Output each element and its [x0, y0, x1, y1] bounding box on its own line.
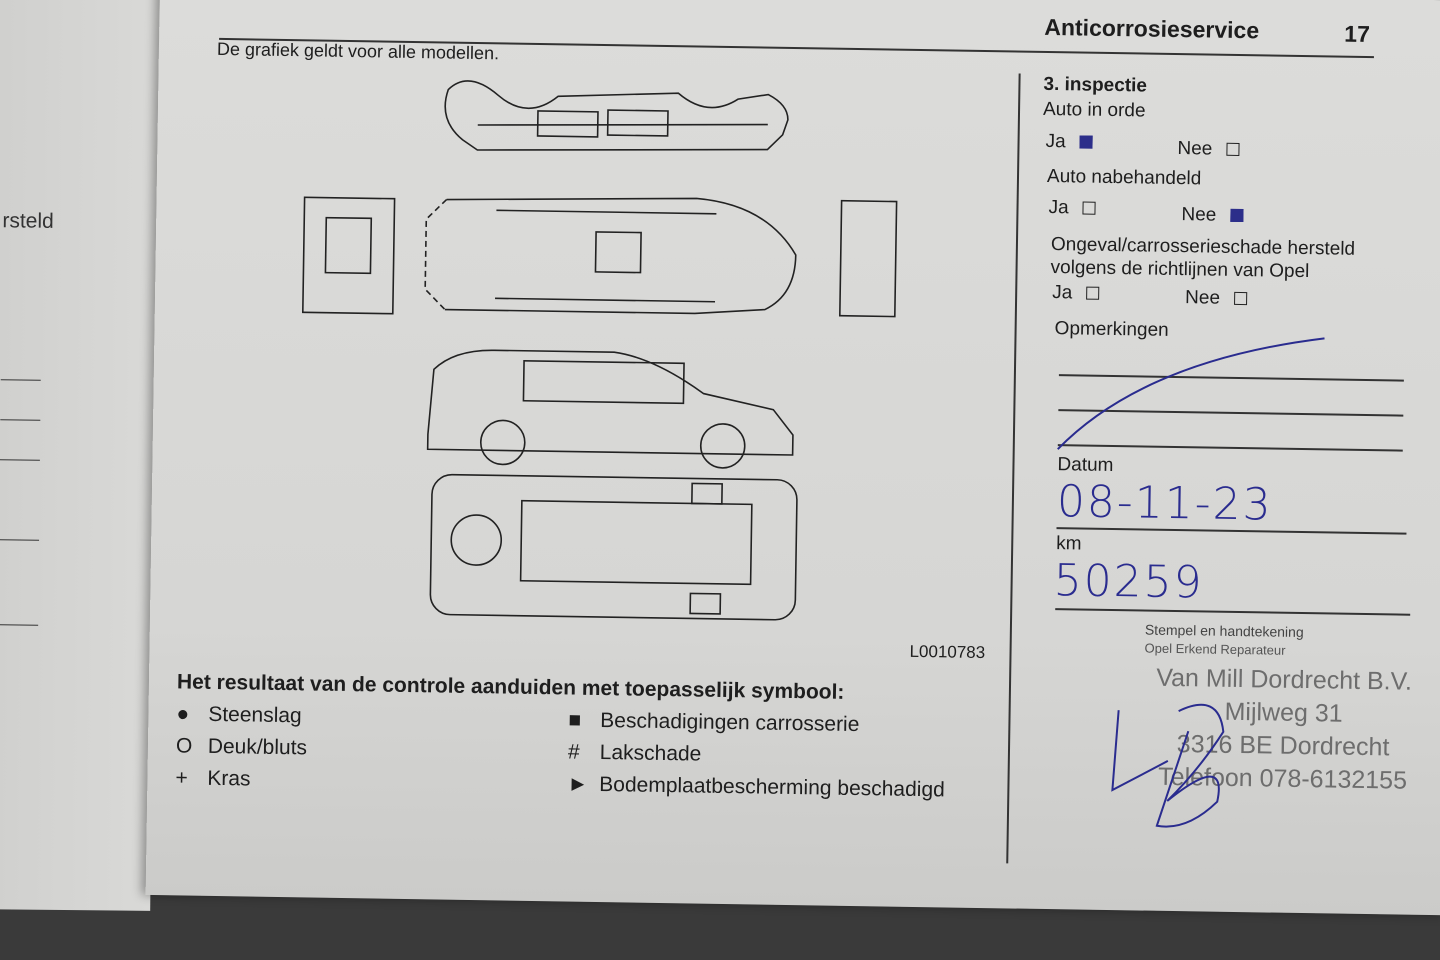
- remarks-strike-pen: [1057, 337, 1325, 450]
- car-damage-diagram: [301, 80, 898, 621]
- car-underside-view: [429, 473, 798, 621]
- legend-item: # Lakschade: [568, 741, 702, 767]
- legend-item: O Deuk/bluts: [176, 734, 307, 760]
- checkbox[interactable]: [1086, 287, 1100, 301]
- checkbox[interactable]: [1226, 143, 1240, 157]
- date-value[interactable]: 08-11-23: [1056, 476, 1274, 531]
- column-divider: [1006, 73, 1021, 864]
- legend-item: + Kras: [175, 766, 250, 791]
- legend-label: Bodemplaatbescherming beschadigd: [599, 773, 945, 802]
- checkbox-checked[interactable]: [1230, 209, 1244, 223]
- booklet-page: Anticorrosieservice 17 De grafiek geldt …: [145, 0, 1440, 916]
- legend-label: Steenslag: [208, 702, 302, 728]
- divider: [0, 419, 41, 421]
- divider: [0, 459, 40, 461]
- body-damage-symbol: ■: [568, 708, 582, 732]
- legend-label: Lakschade: [599, 741, 702, 766]
- underbody-damage-symbol: ►: [567, 772, 589, 796]
- car-plan-view: [424, 197, 797, 315]
- stone-chip-symbol: ●: [176, 702, 190, 726]
- legend-label: Beschadigingen carrosserie: [600, 709, 860, 737]
- car-side-view: [426, 349, 794, 469]
- q1-yes[interactable]: Ja: [1045, 130, 1093, 154]
- legend-label: Deuk/bluts: [207, 734, 308, 760]
- km-value[interactable]: 50259: [1053, 555, 1205, 609]
- q3-yes[interactable]: Ja: [1052, 282, 1100, 305]
- divider: [0, 379, 41, 381]
- q1-label: Auto in orde: [1042, 98, 1146, 122]
- divider: [0, 624, 39, 626]
- divider: [0, 539, 40, 541]
- legend-item: ► Bodemplaatbescherming beschadigd: [567, 773, 945, 803]
- dent-symbol: O: [175, 734, 193, 758]
- q3-no[interactable]: Nee: [1184, 287, 1248, 310]
- km-line: [1055, 608, 1411, 616]
- diagram-code: L0010783: [909, 641, 986, 663]
- diagram-note: De grafiek geldt voor alle modellen.: [216, 38, 500, 64]
- km-label: km: [1056, 533, 1082, 555]
- page-title: Anticorrosieservice: [1044, 13, 1260, 44]
- paint-damage-symbol: #: [567, 740, 580, 764]
- car-top-outline: [444, 80, 789, 151]
- no-label: Nee: [1184, 287, 1221, 309]
- no-label: Nee: [1177, 138, 1213, 160]
- yes-label: Ja: [1048, 196, 1069, 219]
- legend-title: Het resultaat van de controle aanduiden …: [176, 670, 845, 704]
- yes-label: Ja: [1045, 130, 1066, 153]
- yes-label: Ja: [1052, 282, 1073, 304]
- q2-yes[interactable]: Ja: [1048, 196, 1096, 220]
- checkbox-checked[interactable]: [1079, 135, 1093, 150]
- left-page-fragment: rsteld: [2, 209, 54, 233]
- stamp-label: Stempel en handtekening: [1144, 621, 1304, 641]
- car-rear-view: [301, 196, 396, 315]
- checkbox[interactable]: [1082, 202, 1096, 216]
- legend-item: ● Steenslag: [176, 702, 302, 728]
- car-front-view: [838, 199, 898, 318]
- checkbox[interactable]: [1233, 292, 1248, 306]
- date-label: Datum: [1057, 454, 1114, 477]
- q1-no[interactable]: Nee: [1177, 138, 1240, 161]
- q2-no[interactable]: Nee: [1181, 204, 1244, 227]
- handwritten-signature: [1111, 703, 1225, 828]
- stamp-sublabel: Opel Erkend Reparateur: [1144, 640, 1286, 658]
- q3-label-line2: volgens de richtlijnen van Opel: [1050, 257, 1310, 283]
- page-number: 17: [1344, 20, 1371, 48]
- q2-label: Auto nabehandeld: [1046, 165, 1202, 190]
- legend-label: Kras: [207, 766, 251, 791]
- scratch-symbol: +: [175, 766, 188, 790]
- no-label: Nee: [1181, 204, 1217, 226]
- left-page-edge: rsteld: [0, 0, 160, 911]
- inspection-title: 3. inspectie: [1043, 73, 1148, 97]
- legend-item: ■ Beschadigingen carrosserie: [568, 709, 859, 738]
